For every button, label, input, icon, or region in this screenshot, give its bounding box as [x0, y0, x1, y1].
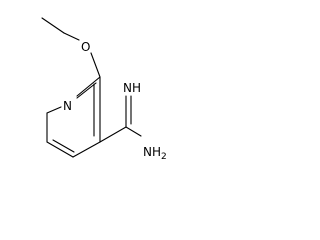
imine-nh-label: NH — [123, 81, 141, 95]
amine-nh2-label: NH2 — [143, 145, 166, 162]
ring-nitrogen-label: N — [63, 99, 72, 113]
oxygen-atom-label: O — [81, 40, 90, 54]
bond-o-c2 — [90, 52, 101, 78]
bond-ch2-o — [63, 32, 80, 41]
bond-c-nh2 — [125, 126, 142, 137]
bond-c3-amidine-c — [99, 126, 127, 143]
bond-n1-c6 — [46, 106, 62, 114]
bond-c4-c3 — [72, 141, 101, 158]
amine-nh-part: NH — [143, 145, 161, 159]
structure-diagram: O N NH NH2 — [41, 17, 166, 162]
bond-ch3-ch2 — [41, 17, 65, 34]
amine-subscript: 2 — [161, 152, 166, 162]
bond-c5-c4-double — [52, 139, 75, 153]
bond-c2-n1 — [76, 76, 101, 97]
bond-c5-c4 — [46, 141, 74, 158]
bond-c2-n1-double — [76, 82, 97, 99]
